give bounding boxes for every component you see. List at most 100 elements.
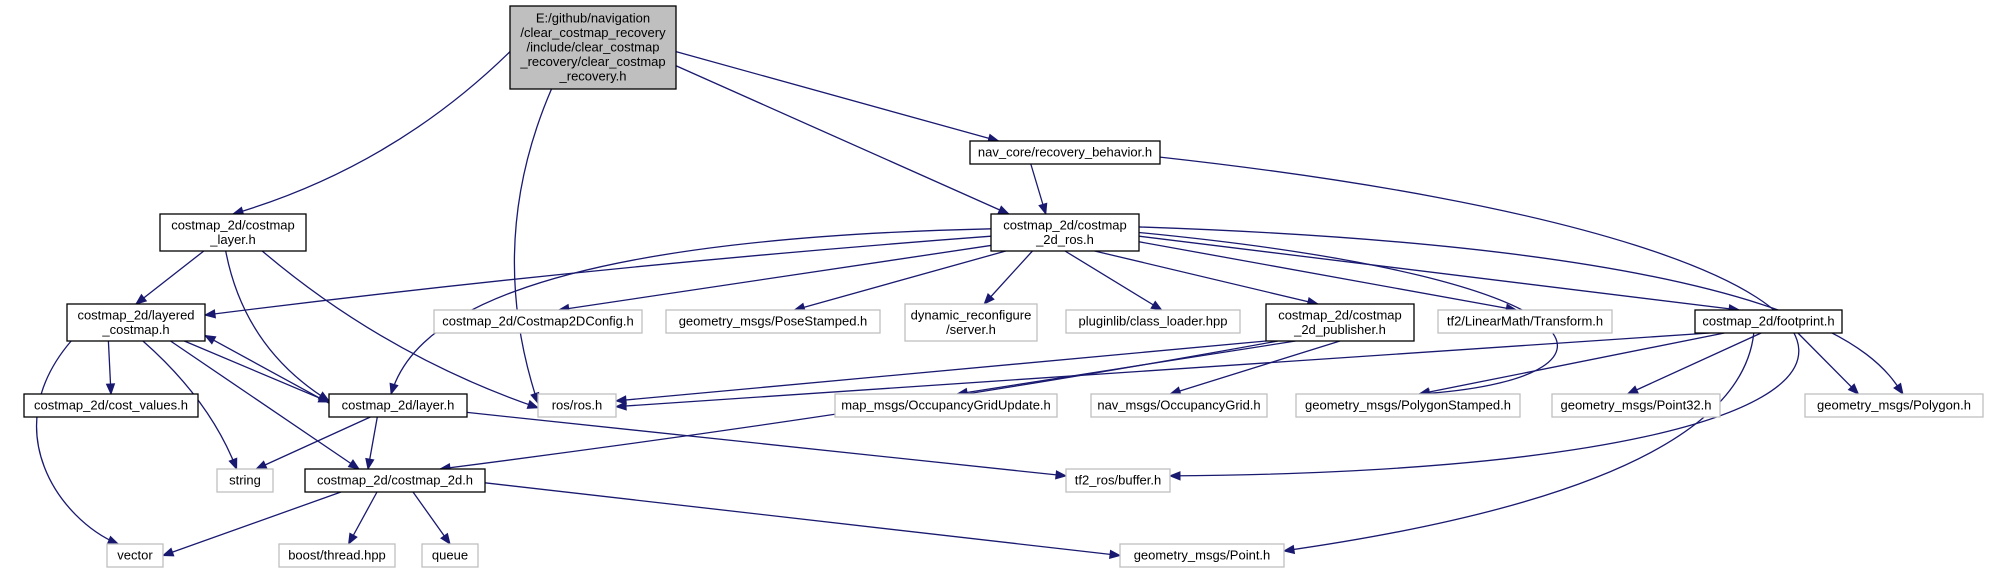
node-footprint-label-line: costmap_2d/footprint.h bbox=[1702, 314, 1834, 329]
edge-line bbox=[1138, 226, 1904, 395]
node-occ-grid-update: map_msgs/OccupancyGridUpdate.h bbox=[834, 393, 1058, 418]
edge-line bbox=[983, 250, 1033, 305]
node-posestamped: geometry_msgs/PoseStamped.h bbox=[665, 309, 881, 334]
node-costmap-layer[interactable]: costmap_2d/costmap_layer.h bbox=[159, 213, 307, 252]
node-point32: geometry_msgs/Point32.h bbox=[1551, 393, 1721, 418]
node-ros-h-box bbox=[537, 393, 617, 418]
node-vector-box bbox=[106, 543, 164, 568]
node-occ-grid: nav_msgs/OccupancyGrid.h bbox=[1090, 393, 1268, 418]
edge-line bbox=[1170, 340, 1341, 395]
node-layer-h[interactable]: costmap_2d/layer.h bbox=[328, 393, 468, 418]
edge-arrowhead bbox=[614, 401, 627, 411]
edge-arrowhead bbox=[347, 532, 358, 546]
edge-arrowhead bbox=[254, 460, 268, 470]
nodes-layer: E:/github/navigation/clear_costmap_recov… bbox=[23, 5, 1984, 568]
edge-line bbox=[675, 65, 1010, 215]
edge-arrowhead bbox=[347, 459, 361, 470]
edge-footprint-to-point32 bbox=[1626, 332, 1762, 395]
edge-costmap-2d-ros-to-footprint bbox=[1138, 235, 1741, 314]
edge-costmap-layer-to-layered-costmap bbox=[134, 250, 205, 305]
edge-arrowhead bbox=[389, 382, 399, 396]
node-tf2-buffer-box bbox=[1065, 468, 1171, 493]
node-occ-grid-box bbox=[1090, 393, 1268, 418]
edge-costmap-2d-ros-to-layer-h bbox=[389, 228, 992, 396]
edge-layered-costmap-to-vector bbox=[35, 340, 120, 545]
edge-footprint-to-polygon bbox=[1797, 332, 1860, 395]
node-costmap2dconfig-box bbox=[433, 309, 643, 334]
node-cost-values-box bbox=[23, 393, 199, 418]
node-boost-thread: boost/thread.hpp bbox=[278, 543, 396, 568]
node-costmap-2d-h[interactable]: costmap_2d/costmap_2d.h bbox=[304, 468, 486, 493]
node-layered-costmap[interactable]: costmap_2d/layered_costmap.h bbox=[66, 303, 206, 342]
edge-line bbox=[35, 340, 119, 545]
node-tf2-transform-box bbox=[1437, 309, 1613, 334]
edge-line bbox=[1627, 332, 1762, 395]
node-root-label-line: E:/github/navigation bbox=[536, 11, 650, 26]
node-recovery-behavior[interactable]: nav_core/recovery_behavior.h bbox=[969, 140, 1161, 165]
node-costmap-layer-box bbox=[159, 213, 307, 252]
node-costmap-2d-publisher[interactable]: costmap_2d/costmap_2d_publisher.h bbox=[1265, 303, 1415, 342]
edge-root-to-recovery-behavior bbox=[675, 51, 1000, 143]
edge-line bbox=[513, 88, 553, 404]
edge-arrowhead bbox=[365, 457, 375, 471]
node-costmap-layer-label-line: costmap_2d/costmap bbox=[171, 217, 295, 232]
node-polygon-label-line: geometry_msgs/Polygon.h bbox=[1817, 398, 1971, 413]
node-root-label-line: /include/clear_costmap bbox=[527, 40, 660, 55]
edge-line bbox=[170, 340, 360, 470]
edge-root-to-ros-h bbox=[513, 88, 553, 405]
edge-line bbox=[615, 332, 1710, 408]
node-queue: queue bbox=[421, 543, 479, 568]
node-root-label-line: /clear_costmap_recovery bbox=[520, 25, 666, 40]
node-costmap-2d-publisher-label-line: _2d_publisher.h bbox=[1293, 322, 1386, 337]
node-posestamped-box bbox=[665, 309, 881, 334]
node-dynreconf: dynamic_reconfigure/server.h bbox=[904, 303, 1038, 342]
node-polygon-stamped-label-line: geometry_msgs/PolygonStamped.h bbox=[1305, 398, 1511, 413]
edge-arrowhead bbox=[1150, 300, 1163, 311]
node-costmap-2d-ros[interactable]: costmap_2d/costmap_2d_ros.h bbox=[990, 213, 1140, 252]
edge-costmap-2d-publisher-to-ros-h bbox=[614, 340, 1267, 405]
edge-arrowhead bbox=[1282, 544, 1296, 555]
node-layered-costmap-label-line: _costmap.h bbox=[101, 322, 169, 337]
edge-costmap-2d-h-to-vector bbox=[161, 491, 342, 557]
node-footprint[interactable]: costmap_2d/footprint.h bbox=[1694, 309, 1843, 334]
edge-arrowhead bbox=[105, 383, 116, 396]
node-polygon-box bbox=[1804, 393, 1984, 418]
node-occ-grid-update-box bbox=[834, 393, 1058, 418]
edge-costmap-2d-ros-to-tf2-transform bbox=[1138, 241, 1518, 313]
node-costmap-2d-h-label-line: costmap_2d/costmap_2d.h bbox=[317, 473, 473, 488]
edge-arrowhead bbox=[134, 293, 148, 305]
edge-root-to-costmap-2d-ros bbox=[675, 65, 1010, 215]
node-point: geometry_msgs/Point.h bbox=[1119, 543, 1285, 568]
node-class-loader-label-line: pluginlib/class_loader.hpp bbox=[1079, 314, 1228, 329]
edge-costmap-2d-h-to-boost-thread bbox=[347, 491, 378, 546]
edge-arrowhead bbox=[1055, 470, 1068, 480]
node-string: string bbox=[216, 468, 274, 493]
node-occ-grid-label-line: nav_msgs/OccupancyGrid.h bbox=[1097, 398, 1260, 413]
node-vector: vector bbox=[106, 543, 164, 568]
node-tf2-transform: tf2/LinearMath/Transform.h bbox=[1437, 309, 1613, 334]
edge-line bbox=[204, 235, 992, 316]
node-ros-h: ros/ros.h bbox=[537, 393, 617, 418]
edges-layer bbox=[35, 51, 1904, 560]
node-queue-label-line: queue bbox=[432, 548, 468, 563]
edge-layer-h-to-string bbox=[254, 416, 371, 470]
node-polygon: geometry_msgs/Polygon.h bbox=[1804, 393, 1984, 418]
edge-layered-costmap-to-cost-values bbox=[105, 340, 116, 396]
edge-footprint-to-point bbox=[1282, 332, 1755, 555]
node-class-loader-box bbox=[1065, 309, 1241, 334]
edge-arrowhead bbox=[526, 399, 540, 409]
edge-costmap-2d-h-to-queue bbox=[412, 491, 451, 546]
edge-arrowhead bbox=[1893, 382, 1904, 396]
edge-line bbox=[794, 250, 1006, 311]
edge-line bbox=[675, 51, 999, 142]
edge-layer-h-to-tf2-buffer bbox=[466, 411, 1068, 480]
node-point-label-line: geometry_msgs/Point.h bbox=[1134, 548, 1271, 563]
node-cost-values[interactable]: costmap_2d/cost_values.h bbox=[23, 393, 199, 418]
edge-line bbox=[135, 250, 205, 305]
node-costmap-2d-h-box bbox=[304, 468, 486, 493]
node-cost-values-label-line: costmap_2d/cost_values.h bbox=[34, 398, 188, 413]
edge-recovery-behavior-to-tf2-buffer bbox=[1159, 156, 1800, 481]
node-costmap-2d-ros-label-line: _2d_ros.h bbox=[1035, 232, 1094, 247]
node-root-label-line: _recovery.h bbox=[559, 69, 627, 84]
